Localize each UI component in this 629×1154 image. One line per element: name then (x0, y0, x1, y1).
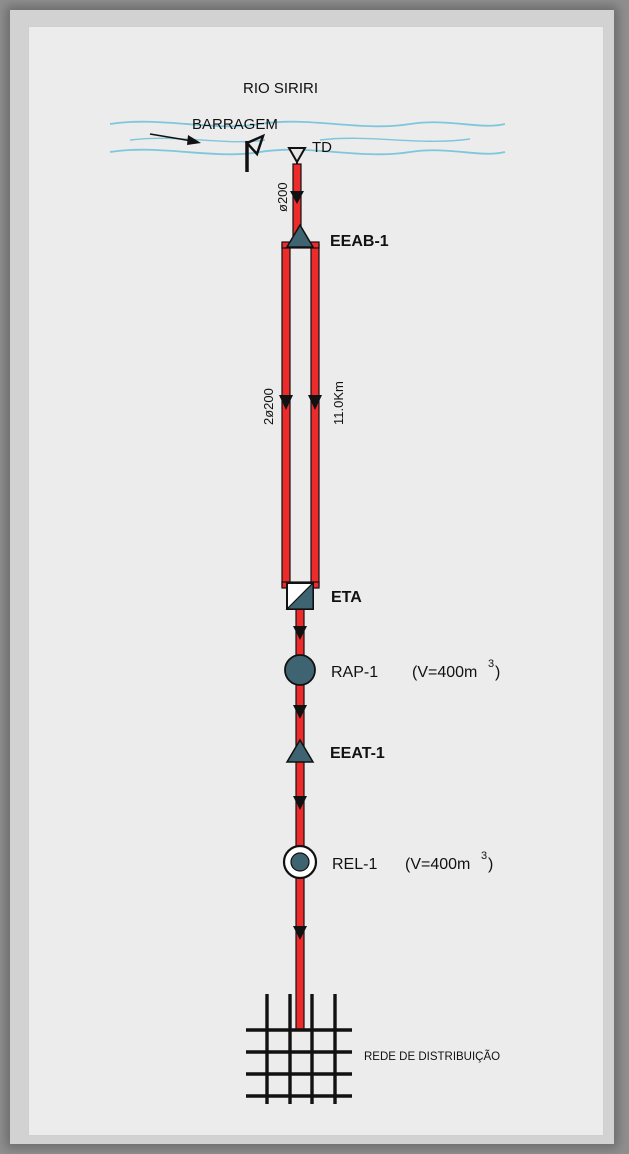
reservoir1-volume: (V=400m (412, 664, 477, 681)
reservoir-icon (284, 654, 316, 686)
treatment-label: ETA (331, 589, 362, 606)
main-pipe-label: 2ø200 (261, 388, 276, 425)
main-length-label: 11.0Km (331, 381, 346, 425)
pump-station-icon (285, 738, 315, 763)
flow-arrow-icon (308, 395, 322, 410)
main-pipe-left (281, 243, 291, 587)
treatment-plant-icon (285, 581, 314, 610)
network-label: REDE DE DISTRIBUIÇÃO (364, 1050, 500, 1063)
reservoir1-label: RAP-1 (331, 664, 378, 681)
dam-icon (244, 133, 266, 172)
reservoir2-label: REL-1 (332, 856, 377, 873)
flow-arrows (279, 191, 322, 940)
reservoir1-volume-exponent: 3 (488, 658, 494, 670)
flow-arrow-icon (187, 135, 201, 145)
distribution-grid-icon (246, 994, 352, 1104)
river-bank-top (109, 120, 506, 128)
flow-arrow-icon (293, 626, 307, 640)
main-pipe-right (310, 243, 320, 587)
river (109, 120, 506, 156)
river-name-label: RIO SIRIRI (243, 80, 318, 97)
elevated-reservoir-icon (282, 844, 318, 880)
flow-arrow-icon (293, 796, 307, 810)
pump-station-icon (285, 223, 315, 248)
flow-arrow-icon (279, 395, 293, 410)
river-bank-bottom (109, 148, 506, 156)
reservoir2-volume-exponent: 3 (481, 850, 487, 862)
flow-arrow-icon (293, 926, 307, 940)
flow-arrow-icon (290, 191, 304, 204)
reservoir2-volume: (V=400m (405, 856, 470, 873)
station1-label: EEAB-1 (330, 233, 389, 250)
dam-label: BARRAGEM (192, 116, 278, 133)
station2-label: EEAT-1 (330, 745, 385, 762)
intake-pipe-label: ø200 (275, 182, 290, 212)
reservoir2-volume-close: ) (488, 856, 493, 873)
flow-arrow-icon (293, 705, 307, 719)
intake-label: TD (312, 139, 332, 156)
reservoir1-volume-close: ) (495, 664, 500, 681)
